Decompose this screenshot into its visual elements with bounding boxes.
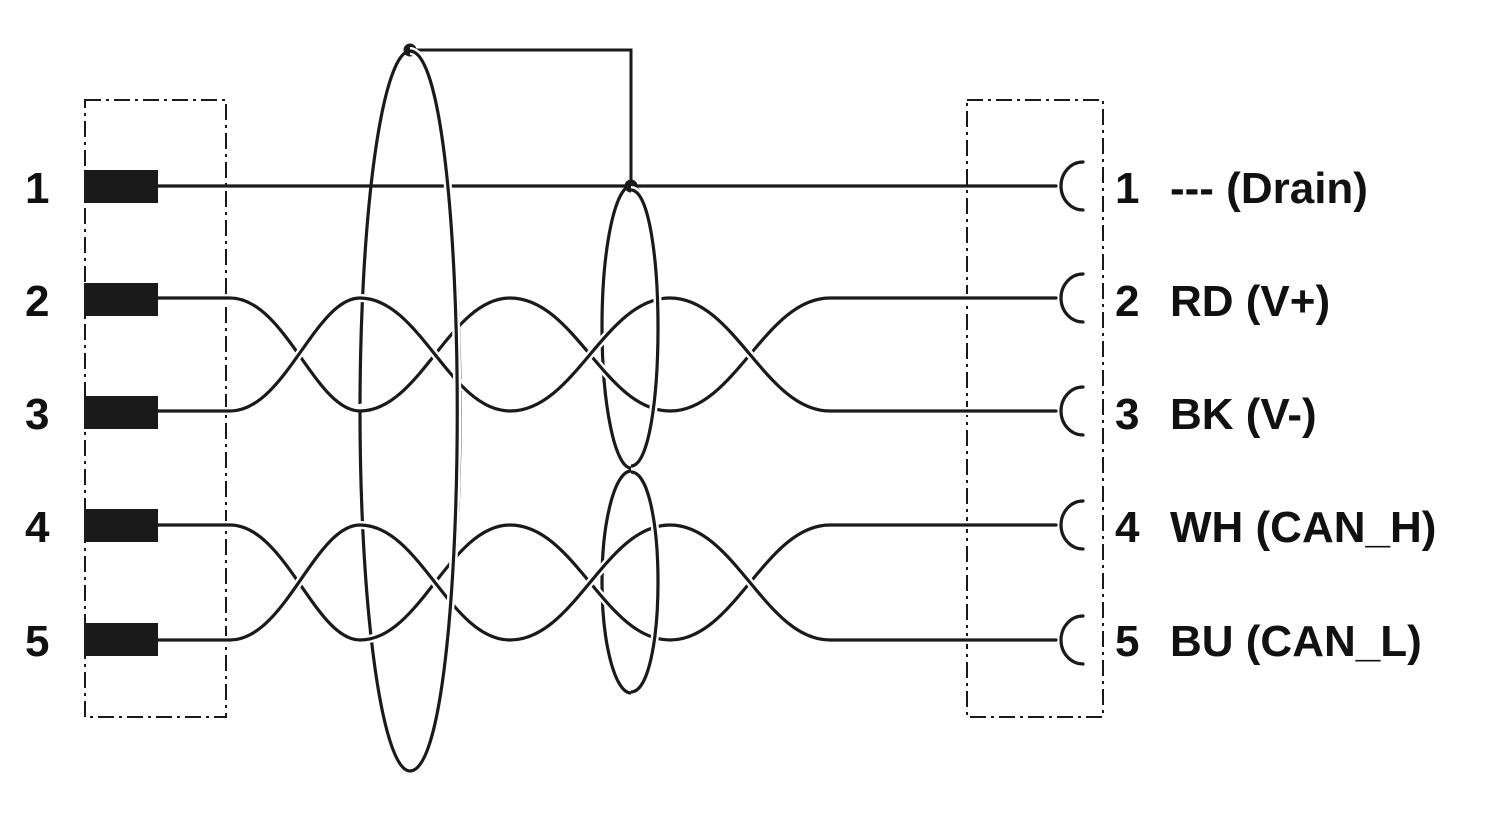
right-pin-number: 1 bbox=[1115, 164, 1139, 213]
left-pin-2 bbox=[84, 283, 158, 316]
left-pin-number: 2 bbox=[25, 277, 49, 326]
right-socket-4 bbox=[1059, 499, 1085, 551]
right-pin-label: BU (CAN_L) bbox=[1170, 617, 1422, 666]
pair-shield-can-front bbox=[629, 468, 662, 696]
right-pin-labels: 1 --- (Drain) 2 RD (V+) 3 BK (V-) 4 WH (… bbox=[1115, 164, 1436, 666]
left-pin-number: 4 bbox=[25, 503, 50, 552]
pair-shield-power-front bbox=[629, 186, 662, 470]
right-pin-label: RD (V+) bbox=[1170, 277, 1330, 326]
right-sockets bbox=[1059, 160, 1085, 666]
left-pin-4 bbox=[84, 509, 158, 542]
left-pin-number: 1 bbox=[25, 164, 49, 213]
twisted-pair-can bbox=[153, 520, 1060, 645]
twisted-pair-power bbox=[153, 293, 1060, 416]
right-pin-label: BK (V-) bbox=[1170, 390, 1317, 439]
right-socket-2 bbox=[1059, 272, 1085, 324]
left-pin-1 bbox=[84, 170, 158, 203]
left-pin-number: 5 bbox=[25, 617, 49, 666]
wire-pin4-wh bbox=[155, 523, 1058, 642]
wire-pin2-rd bbox=[155, 296, 1058, 413]
wire-pin3-bk bbox=[155, 296, 1058, 413]
left-pin-number: 3 bbox=[25, 390, 49, 439]
right-pin-label: --- (Drain) bbox=[1170, 164, 1368, 213]
left-pin-5 bbox=[84, 623, 158, 656]
right-pin-number: 5 bbox=[1115, 617, 1139, 666]
left-pin-3 bbox=[84, 396, 158, 429]
right-socket-1 bbox=[1059, 160, 1085, 212]
right-socket-3 bbox=[1059, 385, 1085, 437]
left-pin-numbers: 1 2 3 4 5 bbox=[25, 164, 50, 666]
right-socket-5 bbox=[1059, 614, 1085, 666]
wire-pin5-bu bbox=[155, 523, 1058, 642]
right-pin-number: 4 bbox=[1115, 503, 1140, 552]
right-pin-number: 2 bbox=[1115, 277, 1139, 326]
right-pin-label: WH (CAN_H) bbox=[1170, 503, 1436, 552]
right-pin-number: 3 bbox=[1115, 390, 1139, 439]
left-pins bbox=[84, 170, 158, 656]
outer-shield-front bbox=[408, 47, 462, 775]
